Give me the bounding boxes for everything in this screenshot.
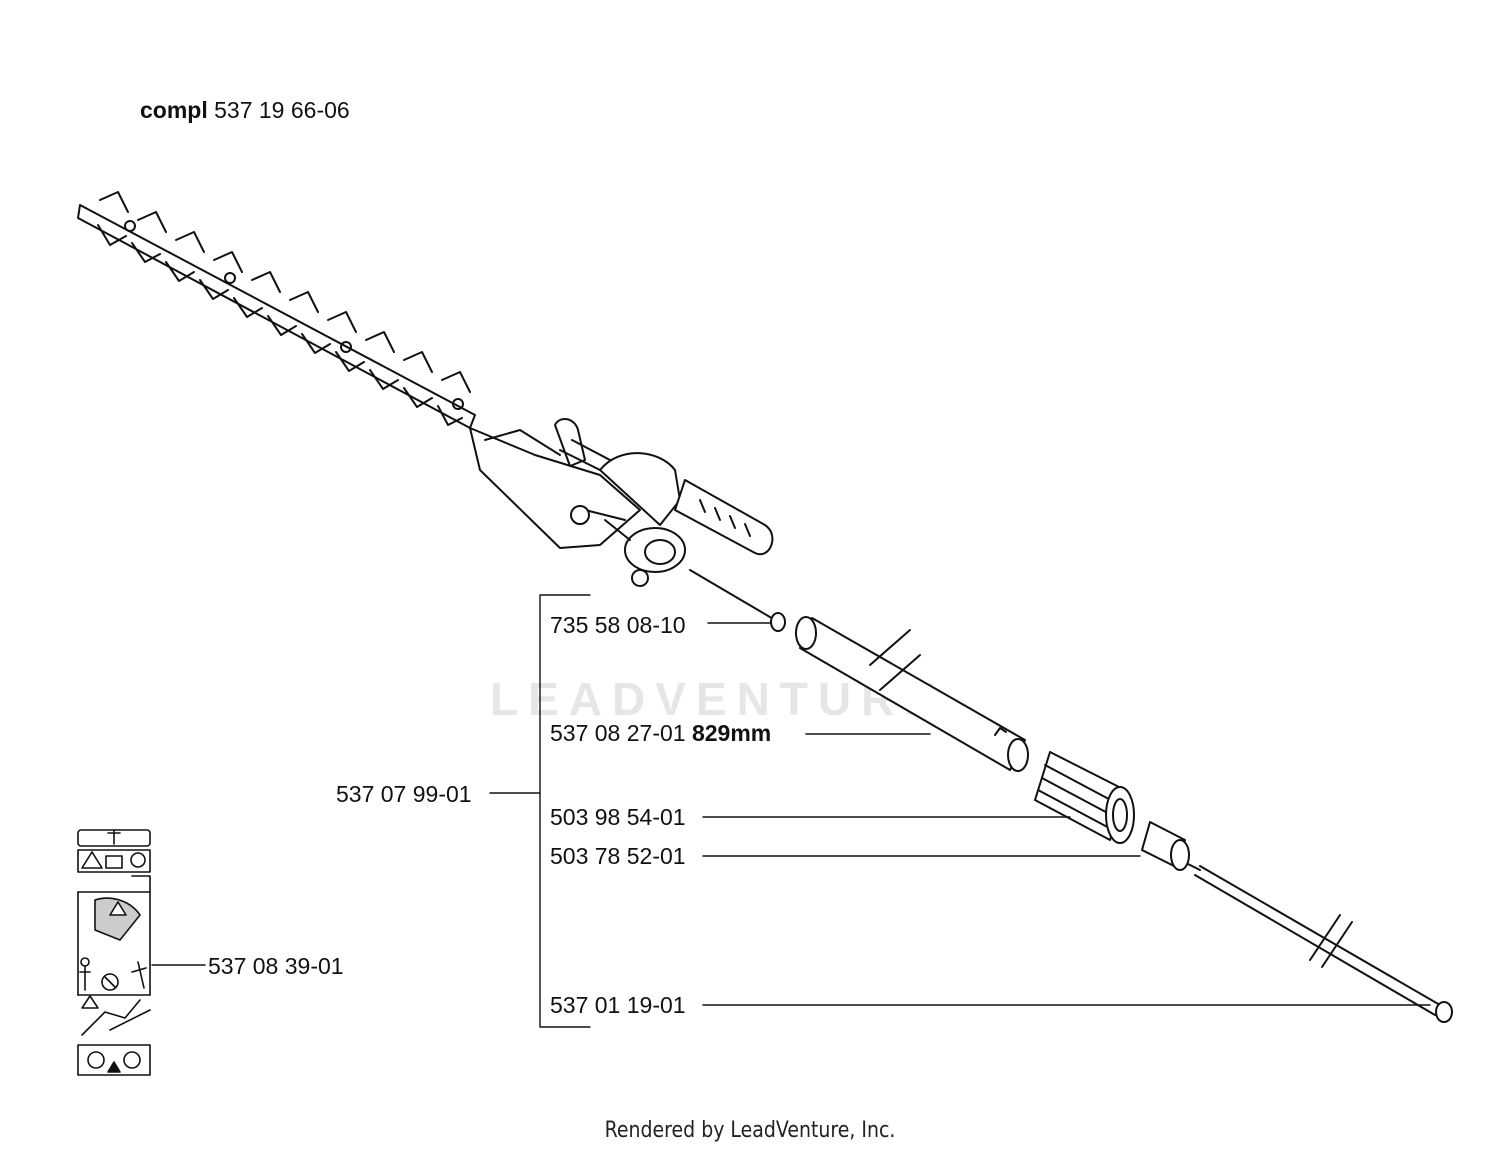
decal-part-label[interactable]: 537 08 39-01 [208, 953, 344, 979]
bushing [1034, 751, 1135, 844]
footer-credit: Rendered by LeadVenture, Inc. [604, 1118, 896, 1143]
group-part-label[interactable]: 537 07 99-01 [336, 781, 472, 807]
part-number: 537 08 27-01 [550, 720, 686, 746]
washer [770, 612, 786, 632]
part-number: 503 98 54-01 [550, 804, 686, 830]
part-label-tube[interactable]: 537 08 27-01 829mm [550, 720, 771, 746]
part-length-note: 829mm [691, 720, 772, 746]
shaft-tube [795, 616, 1029, 772]
compl-number: 537 19 66-06 [214, 97, 350, 123]
part-label-washer[interactable]: 735 58 08-10 [550, 612, 686, 638]
group-part-number: 537 07 99-01 [336, 781, 472, 807]
part-number: 503 78 52-01 [550, 843, 686, 869]
part-label-nut[interactable]: 503 78 52-01 [550, 843, 686, 869]
part-number: 735 58 08-10 [550, 612, 686, 638]
safety-decal [77, 829, 151, 1076]
decal-part-number: 537 08 39-01 [208, 953, 344, 979]
part-number: 537 01 19-01 [550, 992, 686, 1018]
compl-label: compl [140, 97, 208, 123]
drive-shaft [1194, 865, 1453, 1023]
gearbox-housing [469, 418, 706, 587]
handle-grip [674, 479, 774, 556]
assembly-title: compl 537 19 66-06 [140, 97, 350, 123]
hedge-blade [77, 191, 476, 429]
part-label-bushing[interactable]: 503 98 54-01 [550, 804, 686, 830]
nut [1141, 821, 1190, 871]
part-label-drive-shaft[interactable]: 537 01 19-01 [550, 992, 686, 1018]
leader-lines [151, 594, 1431, 1028]
